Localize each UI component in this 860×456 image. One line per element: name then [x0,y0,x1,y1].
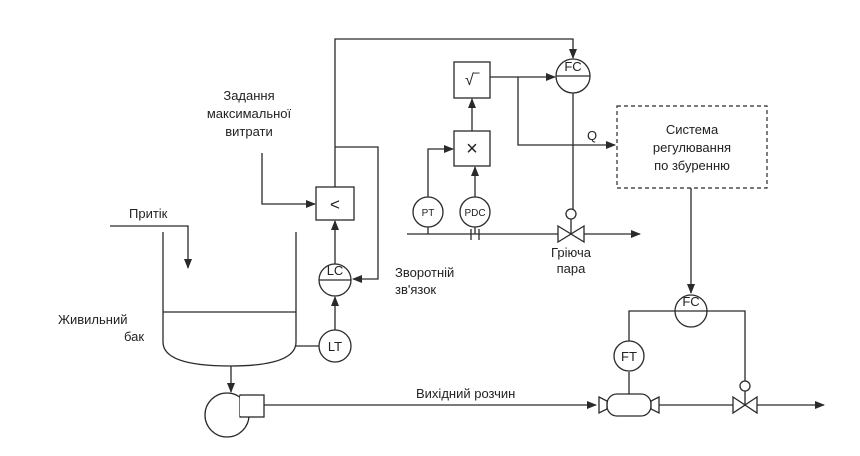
fc-top-tag: FC [564,59,581,74]
q-line [517,77,616,149]
selector-to-fc-line [334,38,577,187]
tank-label-line2: бак [124,329,144,344]
outlet-control-valve [732,380,758,415]
setpoint-label-line3: витрати [225,124,273,139]
steam-label-line2: пара [557,261,586,276]
feedback-label-line1: Зворотній [395,265,454,280]
pump [204,392,265,438]
steam-control-valve [557,208,585,244]
setpoint-line [261,153,316,208]
steam-label-line1: Гріюча [551,245,592,260]
lc-tag: LC [327,263,344,278]
min-selector-symbol: < [330,195,340,214]
pt-tag: PT [422,208,435,219]
sqrt-symbol: √‾ [465,72,480,89]
setpoint-label-line1: Задання [223,88,274,103]
tank-label-line1: Живильний [58,312,128,327]
q-label: Q [587,128,597,143]
feedback-line [335,146,379,283]
disturbance-label-line2: регулювання [653,140,731,155]
ft-tag: FT [621,349,637,364]
fc-to-valve-line [707,310,746,381]
disturbance-control-box [616,105,768,189]
inflow-line [110,225,192,269]
multiply-symbol: × [466,138,478,160]
flow-meter-element [598,393,660,417]
feed-tank [162,232,297,367]
fc-bottom-tag: FC [682,294,699,309]
lt-tag: LT [328,339,342,354]
inflow-label: Притік [129,206,168,221]
pdc-tag: PDC [464,208,485,219]
sqrt-block [453,61,491,99]
pt-to-multiply-line [427,145,454,197]
outlet-label: Вихідний розчин [416,386,515,401]
disturbance-label-line3: по збуренню [654,158,730,173]
feedback-label-line2: зв'язок [395,282,436,297]
ft-to-fc-line [628,310,676,341]
setpoint-label-line2: максимальної [207,106,292,121]
disturbance-label-line1: Система [666,122,719,137]
